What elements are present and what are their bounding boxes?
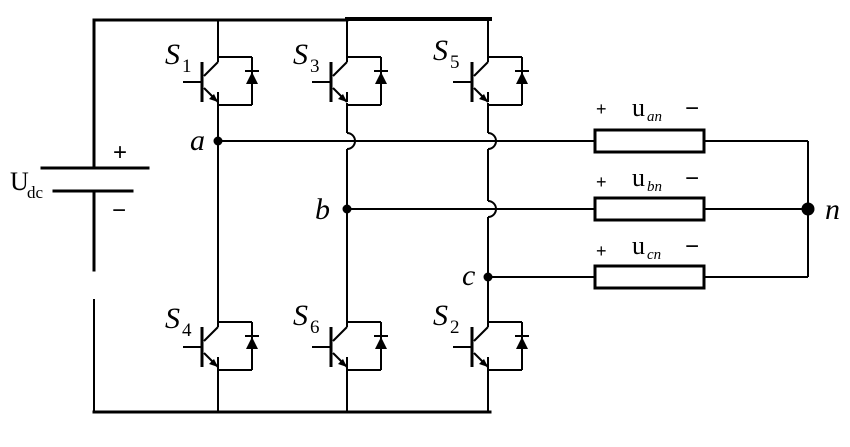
dc-source: U dc + − xyxy=(10,139,150,224)
uan-main: u xyxy=(632,93,645,122)
ubn-sub: bn xyxy=(647,179,662,195)
ucn-minus: − xyxy=(685,233,699,260)
s4-index: 4 xyxy=(182,320,192,341)
s3-index: 3 xyxy=(310,56,320,77)
s5-label: S xyxy=(433,34,448,67)
s2-label: S xyxy=(433,299,448,332)
inverter-legs xyxy=(217,20,497,412)
s1-index: 1 xyxy=(182,56,192,77)
ucn-main: u xyxy=(632,231,645,260)
switch-s4 xyxy=(181,308,261,372)
dc-rails xyxy=(92,17,492,414)
switch-s5 xyxy=(451,43,531,107)
ubn-minus: − xyxy=(685,165,699,192)
s3-label: S xyxy=(293,38,308,71)
source-minus-sign: − xyxy=(112,197,126,224)
load-voltage-cn: + u cn − xyxy=(596,231,699,263)
uan-sub: an xyxy=(647,109,662,125)
load-voltage-bn: + u bn − xyxy=(596,163,699,195)
resistor-c xyxy=(593,264,706,290)
s6-index: 6 xyxy=(310,317,320,338)
s1-label: S xyxy=(165,38,180,71)
ubn-main: u xyxy=(632,163,645,192)
uan-minus: − xyxy=(685,95,699,122)
s6-label: S xyxy=(293,299,308,332)
node-b-dot xyxy=(342,204,352,214)
resistor-a xyxy=(593,128,706,154)
load-voltage-an: + u an − xyxy=(596,93,699,125)
node-a-label: a xyxy=(190,124,205,157)
s5-index: 5 xyxy=(450,52,460,73)
node-a-dot xyxy=(213,136,223,146)
node-c-label: c xyxy=(462,259,475,292)
phase-lines xyxy=(218,140,809,278)
switch-s3 xyxy=(310,43,390,107)
switch-s2 xyxy=(451,308,531,372)
s4-label: S xyxy=(165,302,180,335)
uan-plus: + xyxy=(596,99,607,119)
load-resistors xyxy=(593,128,706,290)
s2-index: 2 xyxy=(450,317,460,338)
ucn-plus: + xyxy=(596,241,607,261)
ubn-plus: + xyxy=(596,172,607,192)
source-label: U xyxy=(10,167,29,196)
node-n-dot xyxy=(801,202,815,216)
node-n-label: n xyxy=(825,193,840,226)
ucn-sub: cn xyxy=(647,247,661,263)
source-label-sub: dc xyxy=(27,183,44,202)
resistor-b xyxy=(593,196,706,222)
node-b-label: b xyxy=(315,193,330,226)
switch-s1 xyxy=(181,43,261,107)
switch-s6 xyxy=(310,308,390,372)
source-plus-sign: + xyxy=(113,139,127,166)
node-c-dot xyxy=(483,272,493,282)
node-dots xyxy=(213,136,815,282)
